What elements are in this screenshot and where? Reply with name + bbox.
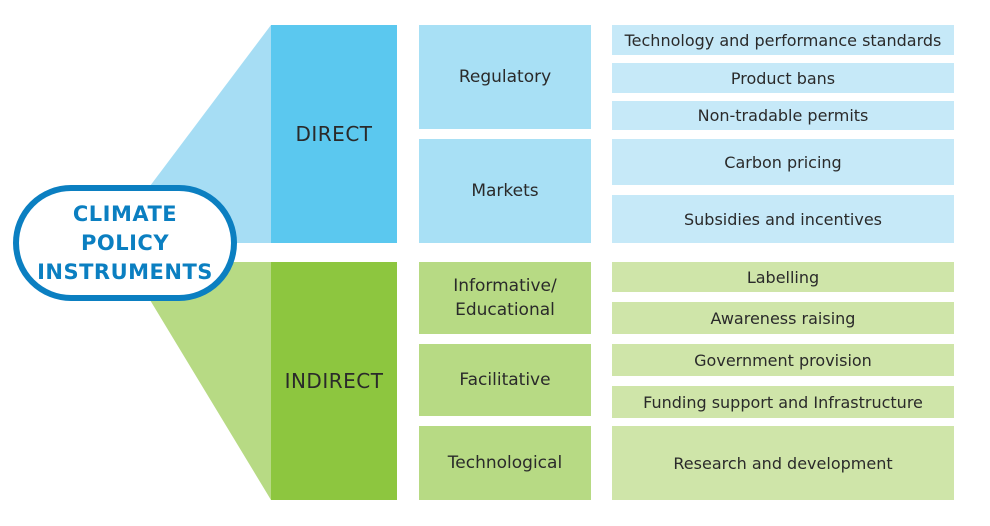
group-informative: Informative/ Educational [419,262,591,334]
item-technology-standards: Technology and performance standards [612,25,954,55]
indirect-box: INDIRECT [271,262,397,500]
item-label: Technology and performance standards [624,30,942,50]
group-label: Markets [471,181,539,201]
group-label: Facilitative [459,370,551,390]
item-product-bans: Product bans [612,63,954,93]
indirect-label: INDIRECT [284,369,384,393]
item-label: Research and development [673,453,893,473]
hub-line-3: INSTRUMENTS [37,259,213,284]
item-government-provision: Government provision [612,344,954,376]
item-label: Funding support and Infrastructure [643,392,923,412]
item-research-development: Research and development [612,426,954,500]
item-label: Non-tradable permits [697,106,869,125]
group-facilitative: Facilitative [419,344,591,416]
item-label: Subsidies and incentives [683,209,883,229]
item-label: Government provision [694,350,872,370]
item-label: Labelling [746,267,820,287]
item-label: Awareness raising [710,308,856,328]
item-labelling: Labelling [612,262,954,292]
group-label: Technological [447,453,563,473]
item-awareness-raising: Awareness raising [612,302,954,334]
item-funding-support: Funding support and Infrastructure [612,386,954,418]
indirect-wedge [150,262,271,500]
group-regulatory: Regulatory [419,25,591,129]
item-label: Carbon pricing [724,152,842,172]
group-label: Regulatory [458,67,552,87]
group-markets: Markets [419,139,591,243]
item-non-tradable-permits: Non-tradable permits [612,101,954,130]
climate-policy-instruments-hub: CLIMATE POLICY INSTRUMENTS [13,185,237,301]
item-carbon-pricing: Carbon pricing [612,139,954,185]
direct-box: DIRECT [271,25,397,243]
item-label: Product bans [730,68,836,88]
hub-line-1: CLIMATE [72,201,178,226]
hub-line-2: POLICY [80,230,170,255]
item-subsidies: Subsidies and incentives [612,195,954,243]
direct-label: DIRECT [295,122,373,146]
group-label: Informative/ Educational [453,276,557,320]
group-technological: Technological [419,426,591,500]
